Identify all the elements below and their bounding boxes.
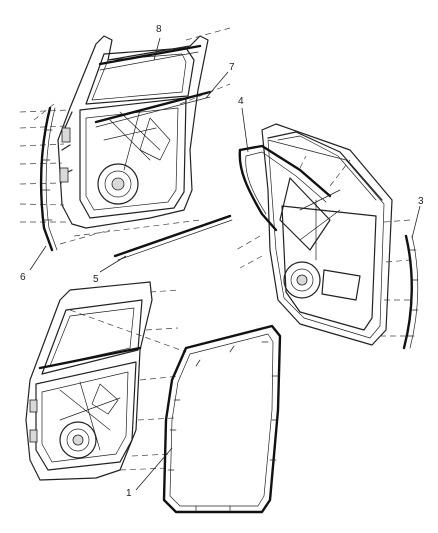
callout-8: 8 (156, 24, 162, 35)
part-1-door-seal (162, 324, 282, 514)
part-6-seal (39, 106, 58, 252)
callout-1: 1 (126, 488, 132, 499)
callout-6: 6 (20, 272, 26, 283)
rear-door-right (235, 123, 412, 346)
part-5-sill-seal (59, 214, 233, 261)
callout-3: 3 (418, 196, 424, 207)
callout-7: 7 (229, 62, 235, 73)
rear-door-top-left (19, 27, 231, 229)
callouts: 8 7 4 3 5 6 1 (20, 24, 424, 499)
leader-lines (29, 37, 421, 491)
callout-4: 4 (238, 96, 244, 107)
part-3-seal (402, 234, 419, 350)
callout-5: 5 (93, 274, 99, 285)
rear-door-bottom-left (25, 281, 187, 481)
